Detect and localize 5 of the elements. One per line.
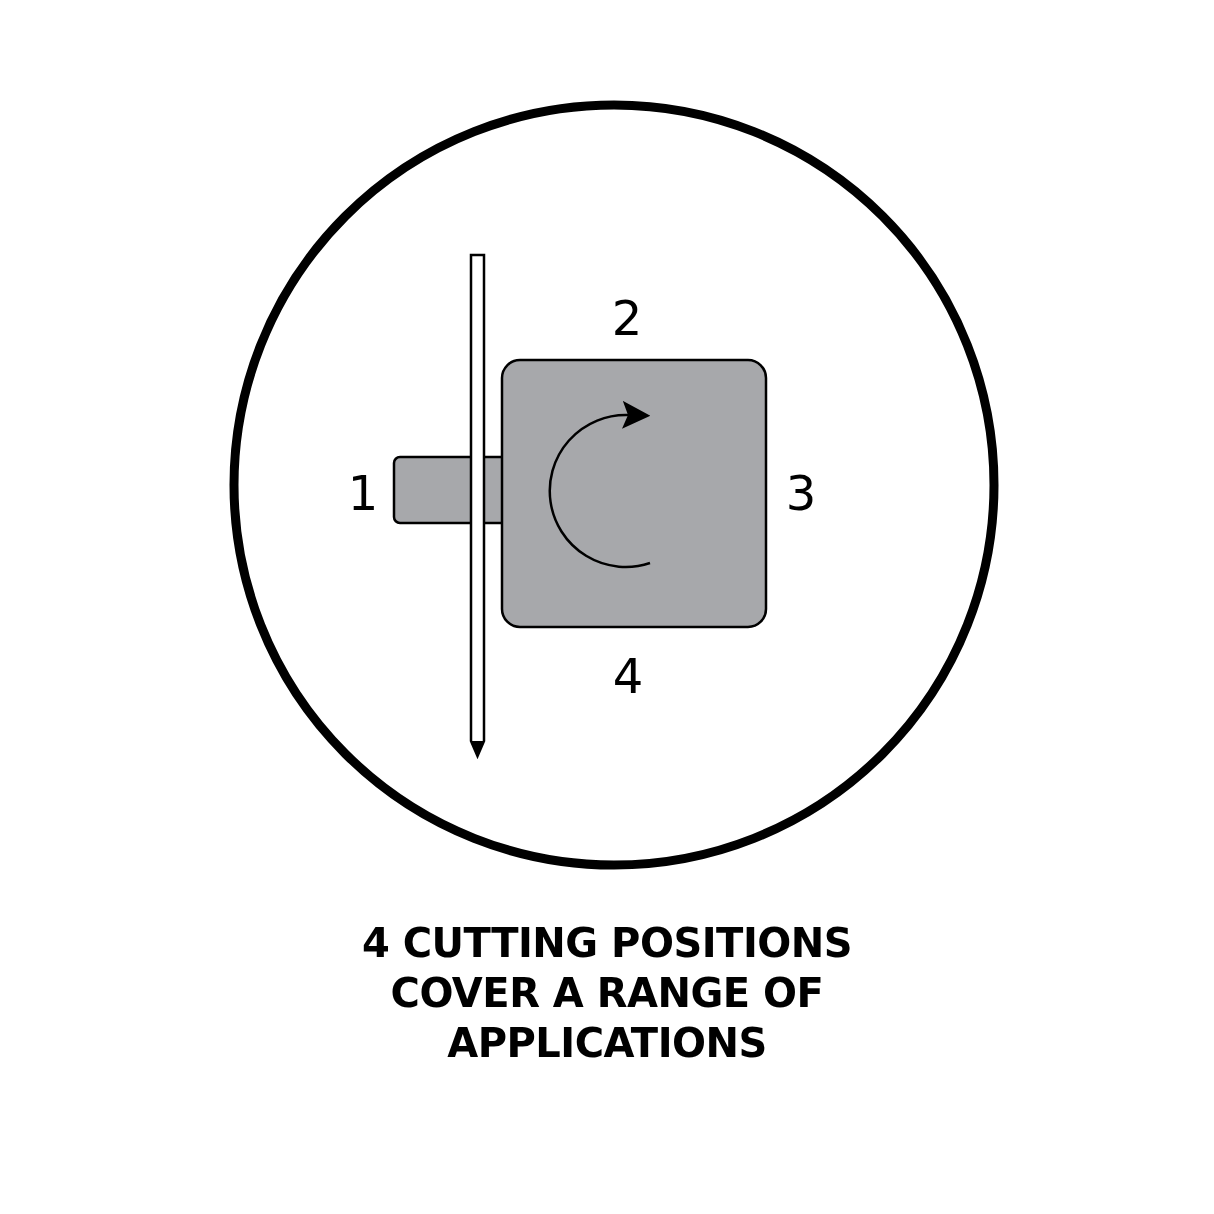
caption: 4 CUTTING POSITIONS COVER A RANGE OF APPLICATIONS	[360, 919, 854, 1068]
position-number: 4	[612, 652, 644, 700]
position-number: 2	[611, 294, 643, 342]
position-number: 1	[347, 469, 379, 517]
position-number: 3	[785, 469, 817, 517]
